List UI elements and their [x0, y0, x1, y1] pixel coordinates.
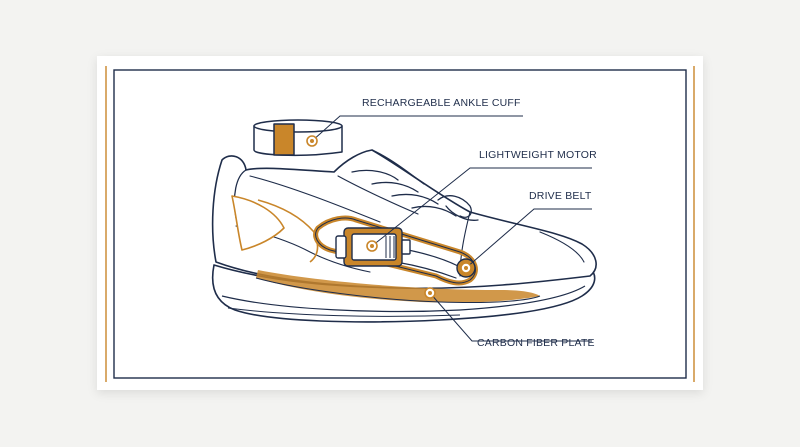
callout-dot-icon	[460, 262, 472, 274]
callout-dot-icon	[424, 287, 436, 299]
shoe-laces	[351, 149, 479, 221]
label-drive-belt: DRIVE BELT	[529, 190, 592, 202]
callout-dot-icon	[306, 135, 318, 147]
callout-lines	[311, 115, 592, 342]
callout-dot-icon	[366, 240, 378, 252]
carbon-plate	[255, 270, 541, 304]
label-carbon-plate: CARBON FIBER PLATE	[477, 337, 595, 349]
frame	[105, 66, 695, 382]
label-ankle-cuff: RECHARGEABLE ANKLE CUFF	[362, 97, 521, 109]
callout-dots	[306, 135, 472, 299]
label-motor: LIGHTWEIGHT MOTOR	[479, 149, 597, 161]
ankle-cuff	[253, 119, 343, 157]
